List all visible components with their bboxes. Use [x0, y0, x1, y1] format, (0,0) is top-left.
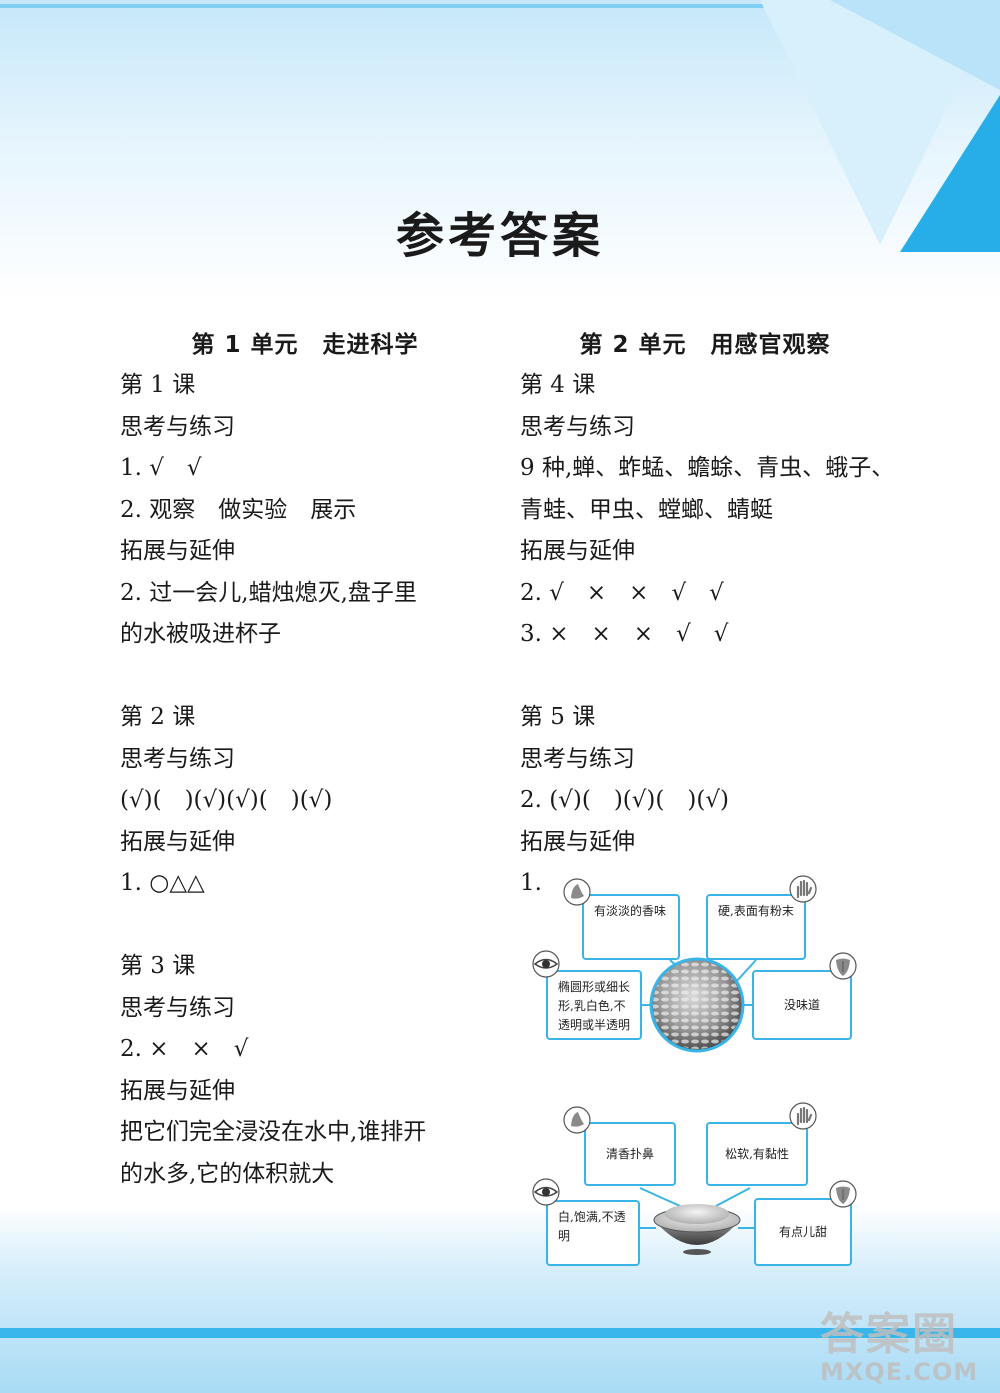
section-heading: 思考与练习 — [120, 994, 235, 1021]
answer-line: 2. × × √ — [120, 1036, 249, 1062]
unit-title: 第 1 单元 走进科学 — [191, 332, 419, 358]
page-title: 参考答案 — [395, 208, 604, 264]
answer-line: 2. 观察 做实验 展示 — [120, 496, 357, 523]
tongue-icon — [829, 952, 857, 980]
answer-line: 青蛙、甲虫、螳螂、蜻蜓 — [520, 496, 773, 523]
mindmap-box-taste: 没味道 — [752, 970, 852, 1040]
section-heading: 思考与练习 — [520, 413, 635, 440]
rice-bowl-photo — [653, 1204, 741, 1255]
mindmap-connectors — [640, 957, 757, 1053]
section-heading: 思考与练习 — [520, 745, 635, 772]
lesson-title: 第 4 课 — [520, 372, 596, 398]
nose-icon — [563, 878, 591, 906]
section-heading: 拓展与延伸 — [120, 538, 235, 564]
section-heading: 思考与练习 — [120, 413, 235, 440]
answer-line: 1. √ √ — [120, 455, 202, 481]
eye-icon — [532, 1178, 560, 1206]
right-column: 第 2 单元 用感官观察 第 4 课 思考与练习 9 种,蝉、蚱蜢、蟾蜍、青虫、… — [520, 325, 895, 905]
nose-icon — [563, 1106, 591, 1134]
lesson-title: 第 2 课 — [120, 704, 196, 730]
hand-icon — [789, 875, 817, 903]
mindmap-box-taste: 有点儿甜 — [754, 1198, 852, 1266]
lesson-title: 第 5 课 — [520, 704, 596, 730]
answer-line: 2. 过一会儿,蜡烛熄灭,盘子里 — [120, 579, 417, 606]
section-heading: 思考与练习 — [120, 745, 235, 772]
lesson-title: 第 1 课 — [120, 372, 196, 398]
left-column: 第 1 单元 走进科学 第 1 课 思考与练习 1. √ √ 2. 观察 做实验… — [120, 325, 490, 1195]
watermark-url: MXQE.COM — [820, 1358, 979, 1386]
watermark-logo: 答案圈 MXQE.COM — [820, 1298, 978, 1386]
footer-rule — [0, 1328, 1000, 1338]
section-heading: 拓展与延伸 — [120, 1077, 235, 1104]
section-heading: 拓展与延伸 — [520, 538, 635, 564]
answer-line: 3. × × × √ √ — [520, 621, 729, 647]
unit-title: 第 2 单元 用感官观察 — [579, 332, 831, 358]
mindmap-box-touch: 硬,表面有粉末 — [706, 894, 806, 960]
section-heading: 拓展与延伸 — [120, 828, 235, 855]
answer-line: 把它们完全浸没在水中,谁排开 — [120, 1119, 427, 1145]
answer-line: 1. ○△△ — [120, 870, 205, 896]
answer-line: 2. √ × × √ √ — [520, 579, 724, 606]
answer-line: 的水被吸进杯子 — [120, 621, 281, 647]
hand-icon — [789, 1102, 817, 1130]
eye-icon — [532, 950, 560, 978]
mindmap-box-sight: 椭圆形或细长形,乳白色,不透明或半透明 — [546, 970, 642, 1040]
answer-line: (√)( )(√)(√)( )(√) — [120, 787, 333, 813]
answer-line: 的水多,它的体积就大 — [120, 1160, 335, 1187]
header-rule — [0, 4, 1000, 8]
lesson-title: 第 3 课 — [120, 953, 196, 979]
tongue-icon — [829, 1180, 857, 1208]
answer-line: 9 种,蝉、蚱蜢、蟾蜍、青虫、蛾子、 — [520, 455, 895, 481]
mindmap-connectors — [630, 1187, 756, 1255]
mindmap-box-smell: 有淡淡的香味 — [582, 894, 680, 960]
watermark-text: 答案圈 — [820, 1309, 958, 1360]
section-heading: 拓展与延伸 — [520, 828, 635, 855]
mindmap-box-touch: 松软,有黏性 — [706, 1122, 808, 1186]
answer-line: 1. — [520, 870, 542, 896]
answer-line: 2. (√)( )(√)( )(√) — [520, 787, 729, 813]
corner-triangle-decoration — [760, 0, 1000, 252]
mindmap-box-smell: 清香扑鼻 — [584, 1122, 676, 1186]
mindmap-box-sight: 白,饱满,不透明 — [546, 1200, 640, 1266]
